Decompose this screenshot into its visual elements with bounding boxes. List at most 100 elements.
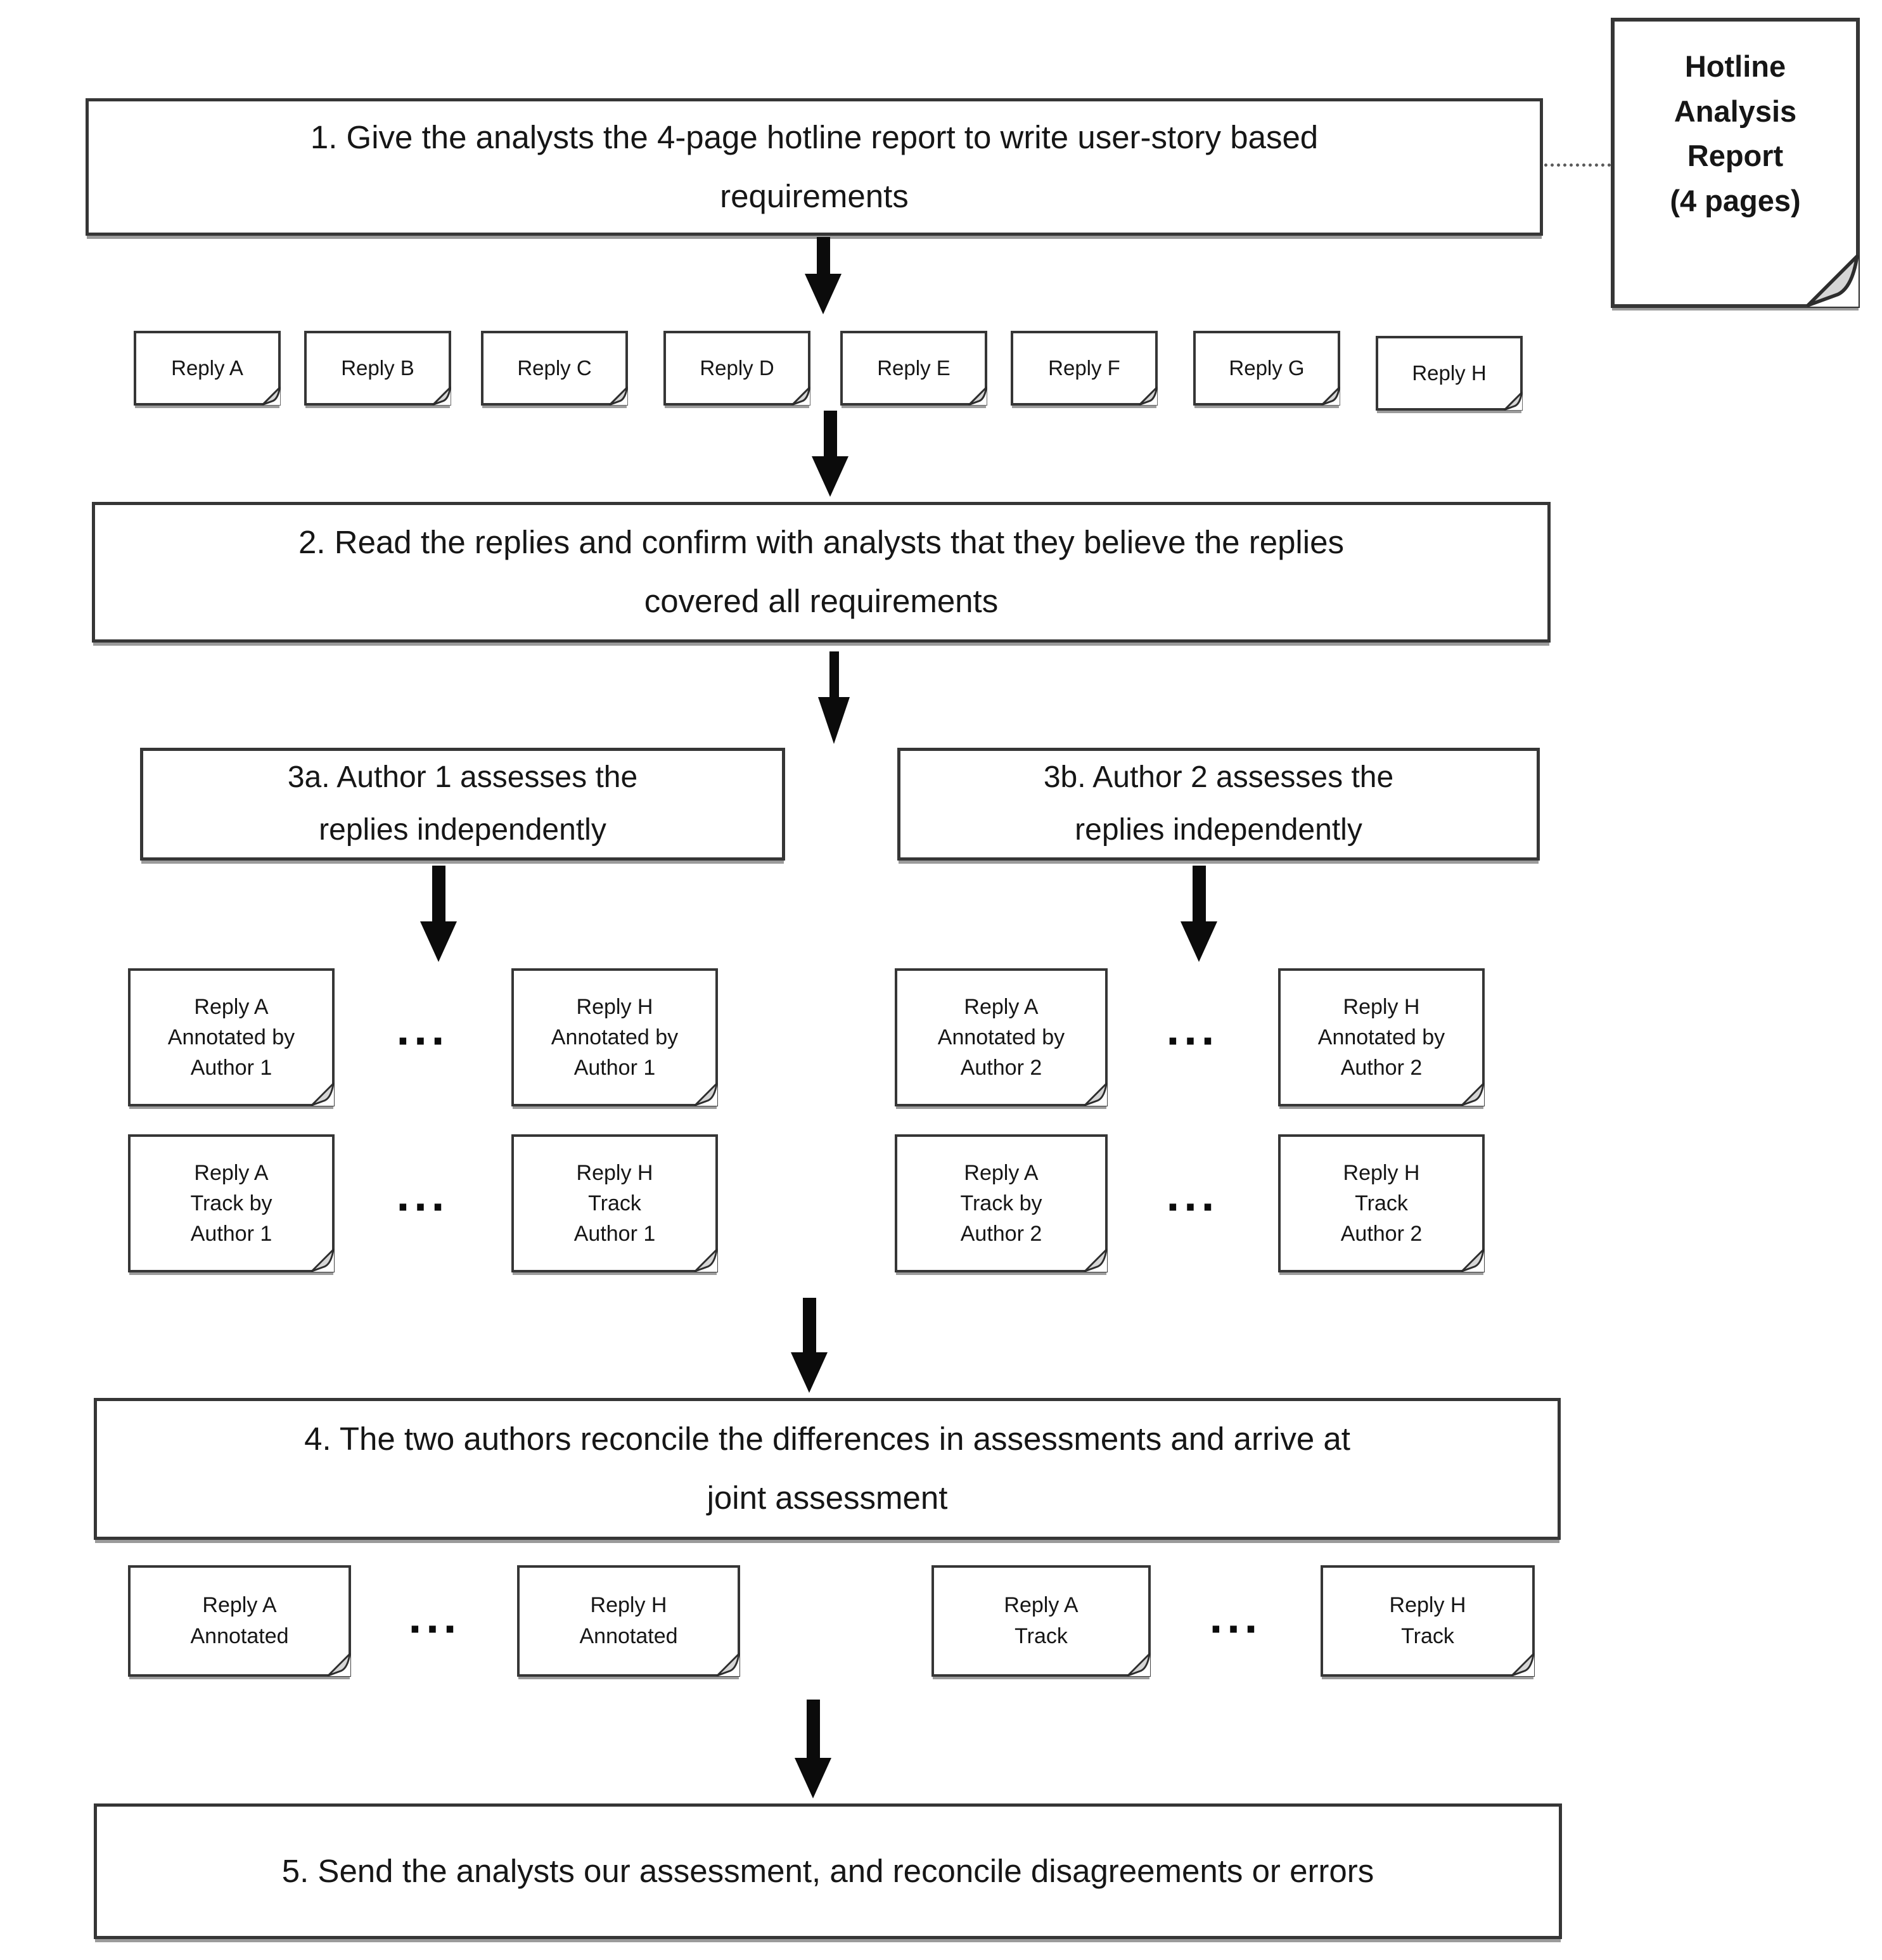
step-label: 3a. Author 1 assesses the replies indepe… <box>287 760 638 847</box>
arrow-head-icon <box>1181 921 1217 962</box>
track-doc: Reply A Track by Author 1 <box>128 1134 335 1272</box>
track-doc: Reply A Track by Author 2 <box>895 1134 1108 1272</box>
doc-label: Reply A <box>171 356 243 380</box>
doc-label: Reply C <box>517 356 592 380</box>
step-4-box: 4. The two authors reconcile the differe… <box>94 1398 1561 1540</box>
ellipsis: ... <box>1166 1168 1219 1221</box>
folded-corner-icon <box>1127 1653 1151 1677</box>
dashed-connector <box>1544 163 1611 167</box>
doc-label: Hotline Analysis Report (4 pages) <box>1670 49 1801 217</box>
doc-label: Reply A Track by Author 1 <box>190 1160 272 1246</box>
folded-corner-icon <box>310 1248 335 1272</box>
folded-corner-icon <box>327 1653 351 1677</box>
doc-label: Reply F <box>1048 356 1120 380</box>
folded-corner-icon <box>1084 1248 1108 1272</box>
reply-doc: Reply C <box>481 331 628 406</box>
step-label: 1. Give the analysts the 4-page hotline … <box>310 118 1319 214</box>
arrow-shaft <box>432 866 445 921</box>
joint-annotated-doc: Reply A Annotated <box>128 1565 351 1677</box>
doc-label: Reply H Annotated by Author 2 <box>1317 994 1445 1080</box>
flow-arrow <box>790 1298 829 1393</box>
folded-corner-icon <box>716 1653 740 1677</box>
folded-corner-icon <box>1461 1082 1485 1106</box>
step-label: 3b. Author 2 assesses the replies indepe… <box>1043 760 1394 847</box>
folded-corner-icon <box>1084 1082 1108 1106</box>
doc-label: Reply D <box>700 356 774 380</box>
step-label: 4. The two authors reconcile the differe… <box>304 1421 1350 1516</box>
joint-track-doc: Reply H Track <box>1321 1565 1535 1677</box>
arrow-shaft <box>823 411 837 456</box>
arrow-head-icon <box>812 456 848 497</box>
step-5-box: 5. Send the analysts our assessment, and… <box>94 1803 1562 1939</box>
folded-corner-icon <box>1511 1653 1535 1677</box>
ellipsis: ... <box>1209 1590 1262 1643</box>
hotline-report-note: Hotline Analysis Report (4 pages) <box>1611 18 1860 308</box>
step-label: 5. Send the analysts our assessment, and… <box>281 1853 1374 1890</box>
doc-label: Reply A Track by Author 2 <box>960 1160 1042 1246</box>
doc-label: Reply H Track Author 2 <box>1340 1160 1423 1246</box>
arrow-head-icon <box>805 274 842 314</box>
ellipsis: ... <box>396 1168 449 1221</box>
annotated-doc: Reply H Annotated by Author 1 <box>511 968 718 1106</box>
reply-doc: Reply E <box>840 331 987 406</box>
folded-corner-icon <box>310 1082 335 1106</box>
folded-corner-icon <box>432 387 451 406</box>
joint-annotated-doc: Reply H Annotated <box>517 1565 740 1677</box>
flow-arrow <box>793 1700 833 1798</box>
joint-track-doc: Reply A Track <box>931 1565 1151 1677</box>
flow-arrow <box>810 411 850 497</box>
arrow-head-icon <box>795 1758 831 1798</box>
folded-corner-icon <box>1504 392 1523 411</box>
doc-label: Reply B <box>341 356 414 380</box>
ellipsis: ... <box>408 1590 461 1643</box>
annotated-doc: Reply A Annotated by Author 1 <box>128 968 335 1106</box>
folded-corner-icon <box>694 1248 718 1272</box>
ellipsis: ... <box>1166 1002 1219 1055</box>
arrow-shaft <box>1192 866 1206 921</box>
folded-corner-icon <box>1461 1248 1485 1272</box>
track-doc: Reply H Track Author 2 <box>1278 1134 1485 1272</box>
reply-doc: Reply A <box>134 331 281 406</box>
doc-label: Reply A Annotated <box>190 1592 289 1648</box>
folded-corner-icon <box>1806 254 1859 307</box>
folded-corner-icon <box>1139 387 1158 406</box>
folded-corner-icon <box>968 387 987 406</box>
doc-label: Reply H Annotated <box>579 1592 678 1648</box>
flow-arrow <box>814 651 854 744</box>
doc-label: Reply H Track <box>1389 1592 1466 1648</box>
arrow-shaft <box>806 1700 820 1758</box>
annotated-doc: Reply A Annotated by Author 2 <box>895 968 1108 1106</box>
doc-label: Reply H <box>1412 361 1487 385</box>
step-3b-box: 3b. Author 2 assesses the replies indepe… <box>897 748 1540 861</box>
arrow-head-icon <box>791 1352 828 1393</box>
annotated-doc: Reply H Annotated by Author 2 <box>1278 968 1485 1106</box>
doc-label: Reply A Annotated by Author 1 <box>167 994 295 1080</box>
doc-label: Reply E <box>877 356 951 380</box>
folded-corner-icon <box>791 387 810 406</box>
folded-corner-icon <box>609 387 628 406</box>
ellipsis: ... <box>396 1002 449 1055</box>
doc-label: Reply H Track Author 1 <box>573 1160 656 1246</box>
flow-arrow <box>803 237 843 314</box>
arrow-head-icon <box>420 921 457 962</box>
doc-label: Reply A Track <box>1004 1592 1079 1648</box>
arrow-shaft <box>829 651 839 697</box>
doc-label: Reply G <box>1229 356 1305 380</box>
doc-label: Reply A Annotated by Author 2 <box>937 994 1065 1080</box>
reply-doc: Reply H <box>1376 336 1523 411</box>
reply-doc: Reply G <box>1193 331 1340 406</box>
folded-corner-icon <box>694 1082 718 1106</box>
flow-arrow <box>419 866 458 962</box>
reply-doc: Reply F <box>1011 331 1158 406</box>
step-label: 2. Read the replies and confirm with ana… <box>298 524 1344 619</box>
step-2-box: 2. Read the replies and confirm with ana… <box>92 502 1551 643</box>
reply-doc: Reply D <box>663 331 810 406</box>
arrow-shaft <box>816 237 830 274</box>
step-3a-box: 3a. Author 1 assesses the replies indepe… <box>140 748 785 861</box>
step-1-box: 1. Give the analysts the 4-page hotline … <box>86 98 1543 236</box>
track-doc: Reply H Track Author 1 <box>511 1134 718 1272</box>
arrow-head-icon <box>818 697 850 744</box>
folded-corner-icon <box>1321 387 1340 406</box>
arrow-shaft <box>802 1298 816 1352</box>
